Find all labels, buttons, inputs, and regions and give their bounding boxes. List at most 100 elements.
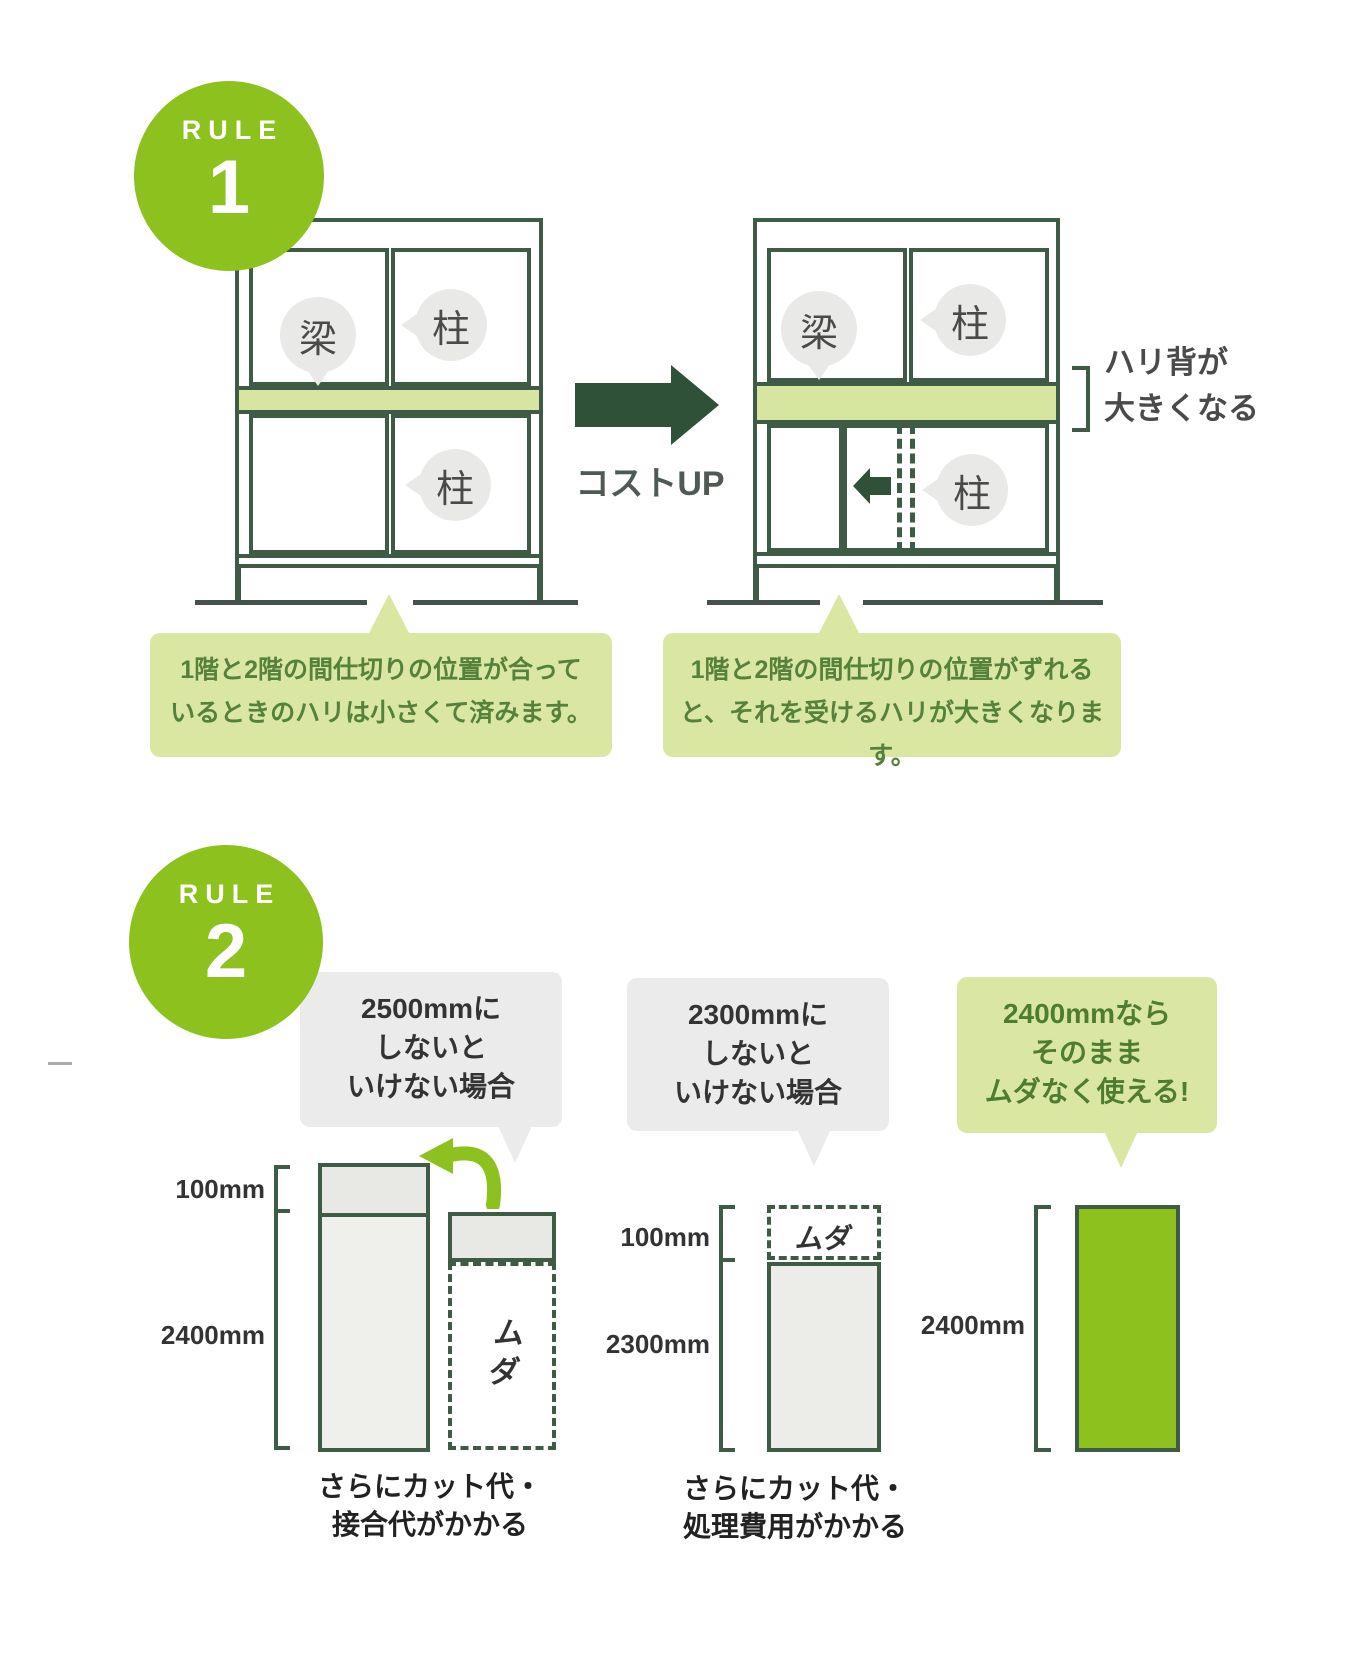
rule2-badge-label: RULE xyxy=(178,879,281,909)
bubble-tail-left-icon xyxy=(405,474,421,496)
case1-caption-line2: 接合代がかかる xyxy=(331,1509,528,1540)
after-callout-pointer xyxy=(818,594,860,635)
after-callout: 1階と2階の間仕切りの位置がずれる と、それを受けるハリが大きくなります。 xyxy=(663,633,1121,770)
before-callout-line2: いるときのハリは小さくて済みます。 xyxy=(170,699,592,727)
case2-caption-line2: 処理費用がかかる xyxy=(682,1511,907,1542)
after-ground-left xyxy=(707,600,820,605)
beam-depth-note-line2: 大きくなる xyxy=(1104,391,1259,426)
case2-dimension-bracket xyxy=(719,1258,735,1262)
case1-bubble-line1: 2500mmに xyxy=(360,993,502,1024)
rule2-badge: RULE 2 xyxy=(129,845,323,1039)
case1-tall-panel xyxy=(318,1163,430,1452)
case1-dimension-bracket xyxy=(274,1165,290,1169)
after-ground-right xyxy=(863,600,1103,605)
case3-green-panel xyxy=(1075,1205,1180,1452)
before-ground-left xyxy=(195,600,367,605)
case1-cut-piece xyxy=(448,1212,556,1262)
case2-waste-piece: ムダ xyxy=(767,1205,881,1260)
case1-dim-bottom-label: 2400mm xyxy=(160,1320,265,1350)
case2-caption-line1: さらにカット代・ xyxy=(682,1473,907,1504)
case1-waste-piece: ムダ xyxy=(448,1262,556,1450)
old-pillar-dashed-line xyxy=(897,424,902,552)
case3-bubble: 2400mmなら そのまま ムダなく使える! xyxy=(957,977,1217,1133)
before-beam-small xyxy=(239,386,539,414)
before-beam-bubble: 梁 xyxy=(280,297,356,386)
case1-dimension-bracket xyxy=(274,1446,290,1450)
before-callout: 1階と2階の間仕切りの位置が合って いるときのハリは小さくて済みます。 xyxy=(150,633,612,757)
case1-dim-top-label: 100mm xyxy=(175,1174,265,1204)
beam-depth-note-line1: ハリ背が xyxy=(1104,345,1228,380)
after-pillar-bottom-label: 柱 xyxy=(952,473,991,516)
rule1-badge-number: 1 xyxy=(207,145,251,230)
before-pillar-bottom-label: 柱 xyxy=(435,468,474,511)
case1-tall-panel-extension xyxy=(322,1167,426,1217)
case2-caption: さらにカット代・ 処理費用がかかる xyxy=(635,1470,955,1546)
case1-bubble-line2: しないと xyxy=(374,1032,487,1063)
after-right-leg xyxy=(1054,568,1060,601)
rule1-badge-label: RULE xyxy=(181,115,284,145)
rule2-badge-number: 2 xyxy=(204,909,248,994)
case2-bubble-line3: いけない場合 xyxy=(673,1077,842,1108)
before-pillar-top-label: 柱 xyxy=(431,308,470,351)
case3-bubble-line1: 2400mmなら xyxy=(1002,998,1172,1029)
case1-waste-text: ムダ xyxy=(480,1316,527,1394)
case2-bubble-line1: 2300mmに xyxy=(687,999,829,1030)
case1-dimension-bracket xyxy=(274,1165,278,1450)
after-beam-bubble: 梁 xyxy=(781,291,857,380)
case2-dimension-bracket xyxy=(719,1448,735,1452)
structure-after: 梁 柱 柱 xyxy=(753,218,1060,568)
bubble-tail-left-icon xyxy=(920,309,936,331)
bubble-tail-down-icon xyxy=(808,364,830,380)
case2-dimension-bracket xyxy=(719,1205,735,1209)
case3-bubble-pointer xyxy=(1104,1131,1138,1168)
after-pillar-bottom-bubble: 柱 xyxy=(922,454,1008,526)
after-cell-bottom-left xyxy=(767,424,843,552)
after-floor-line xyxy=(757,552,1056,556)
case2-dimension-bracket xyxy=(719,1205,723,1452)
before-callout-pointer xyxy=(368,594,410,635)
case2-waste-label: ムダ xyxy=(793,1223,854,1254)
bubble-tail-left-icon xyxy=(922,479,938,501)
after-callout-line2: と、それを受けるハリが大きくなります。 xyxy=(679,699,1104,770)
case3-dimension-bracket xyxy=(1034,1448,1051,1452)
case2-bubble-line2: しないと xyxy=(701,1038,814,1069)
case2-dim-top-label: 100mm xyxy=(620,1222,710,1252)
case2-dim-bottom-label: 2300mm xyxy=(605,1329,710,1359)
case1-caption: さらにカット代・ 接合代がかかる xyxy=(290,1468,570,1544)
bubble-tail-left-icon xyxy=(401,314,417,336)
case3-dimension-bracket xyxy=(1034,1205,1051,1209)
before-cell-bottom-left xyxy=(249,414,389,554)
case1-bubble-line3: いけない場合 xyxy=(346,1071,515,1102)
before-ground-right xyxy=(413,600,578,605)
after-pillar-top-label: 柱 xyxy=(950,303,989,346)
before-beam-bubble-label: 梁 xyxy=(298,318,337,361)
beam-depth-bracket xyxy=(1086,366,1090,432)
structure-before: 梁 柱 柱 xyxy=(235,218,543,568)
before-pillar-top-bubble: 柱 xyxy=(401,289,487,361)
case3-dimension-bracket xyxy=(1034,1205,1038,1452)
after-left-leg xyxy=(753,568,759,601)
beam-depth-bracket xyxy=(1072,428,1090,432)
pillar-shift-left-arrow-icon xyxy=(853,468,891,504)
case1-bubble-pointer xyxy=(498,1126,532,1163)
case2-bubble-pointer xyxy=(797,1129,831,1166)
old-pillar-dashed-line xyxy=(910,424,915,552)
case1-dimension-bracket xyxy=(274,1209,290,1213)
cost-up-arrow-icon xyxy=(575,365,719,445)
case2-bubble: 2300mmに しないと いけない場合 xyxy=(627,978,889,1131)
after-beam-bubble-label: 梁 xyxy=(799,312,838,355)
rule1-badge: RULE 1 xyxy=(134,81,324,271)
case2-panel xyxy=(767,1262,881,1452)
case3-bubble-line3: ムダなく使える! xyxy=(984,1076,1190,1107)
reuse-curved-arrow-icon xyxy=(419,1138,502,1209)
beam-depth-bracket xyxy=(1072,366,1090,370)
case3-dim-bottom-label: 2400mm xyxy=(920,1310,1025,1340)
after-pillar-top-bubble: 柱 xyxy=(920,284,1006,356)
case3-bubble-line2: そのまま xyxy=(1030,1037,1143,1068)
bubble-tail-down-icon xyxy=(307,370,329,386)
before-callout-line1: 1階と2階の間仕切りの位置が合って xyxy=(180,656,582,684)
case1-bubble: 2500mmに しないと いけない場合 xyxy=(300,972,562,1127)
case1-caption-line1: さらにカット代・ xyxy=(317,1471,542,1502)
before-pillar-bottom-bubble: 柱 xyxy=(405,449,491,521)
